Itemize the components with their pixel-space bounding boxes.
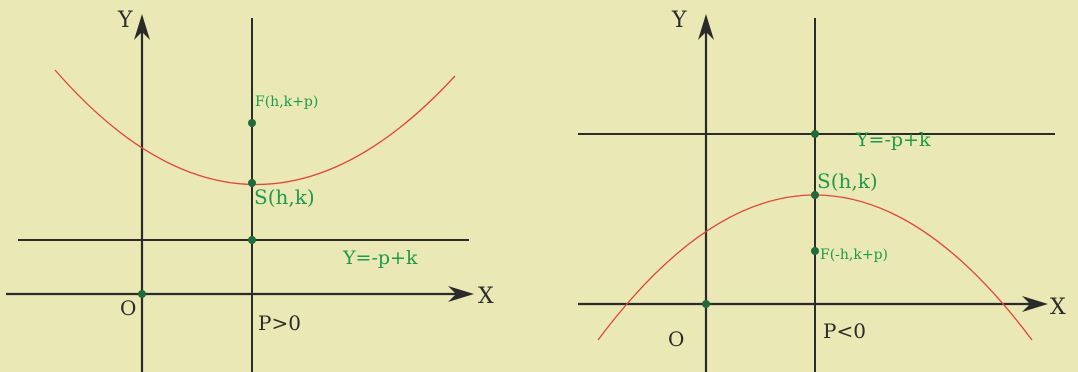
left-vertex-point — [248, 179, 256, 187]
right-x-axis-label: X — [1050, 295, 1066, 320]
left-vertex-label: S(h,k) — [254, 185, 315, 209]
left-directrix-label: Y=-p+k — [342, 247, 418, 269]
right-directrix-label: Y=-p+k — [855, 129, 931, 151]
right-focus-point — [811, 247, 819, 255]
left-parabola-curve — [54, 69, 456, 186]
right-vertex-label: S(h,k) — [817, 169, 878, 193]
right-vertex-point — [811, 191, 819, 199]
left-panel-upward-parabola: Y X O F(h,k+p) S(h,k) Y=-p+k P>0 — [6, 8, 494, 372]
left-y-axis-label: Y — [117, 8, 133, 33]
right-panel-downward-parabola: Y X O Y=-p+k S(h,k) F(-h,k+p) P<0 — [578, 8, 1066, 372]
right-origin-label: O — [668, 327, 684, 351]
left-origin-label: O — [120, 296, 136, 320]
left-y-axis-arrow-icon — [134, 14, 150, 40]
right-origin-point — [702, 300, 710, 308]
right-focus-label: F(-h,k+p) — [820, 247, 888, 263]
left-x-axis-label: X — [478, 284, 494, 309]
left-origin-point — [138, 290, 146, 298]
left-x-axis-arrow-icon — [448, 286, 474, 302]
left-condition-label: P>0 — [258, 311, 301, 335]
left-focus-point — [248, 119, 256, 127]
right-x-axis-arrow-icon — [1022, 296, 1048, 312]
left-directrix-point — [248, 236, 256, 244]
right-y-axis-label: Y — [671, 8, 687, 33]
right-directrix-point — [811, 130, 819, 138]
right-condition-label: P<0 — [823, 319, 866, 343]
left-focus-label: F(h,k+p) — [255, 94, 318, 110]
right-y-axis-arrow-icon — [698, 14, 714, 40]
